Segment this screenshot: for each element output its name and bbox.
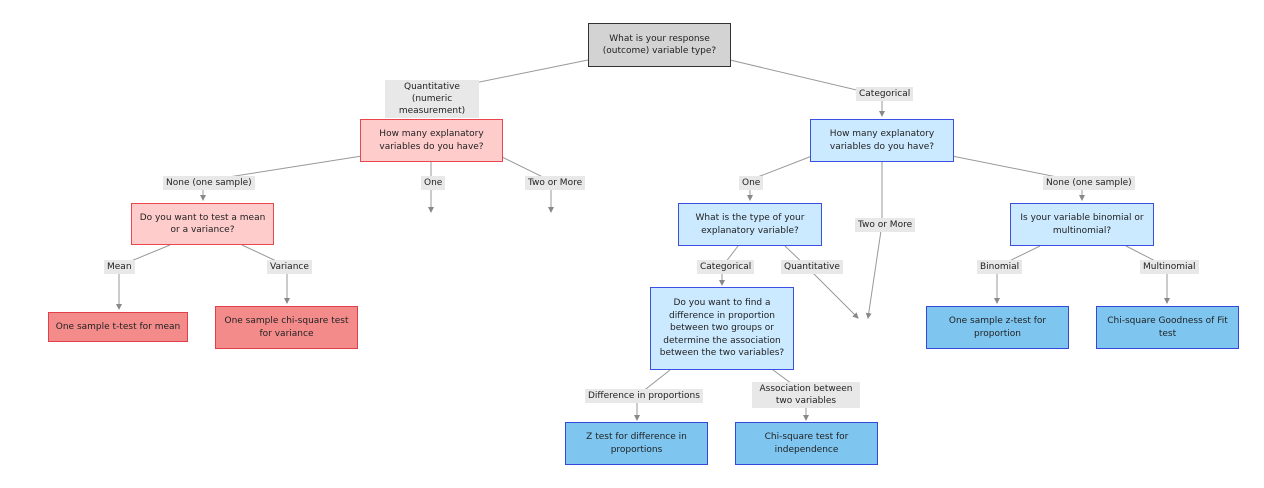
label-explanatory-categorical: Categorical [697, 260, 755, 274]
root-question-node: What is your response (outcome) variable… [588, 23, 731, 67]
quantitative-explanatory-count-node: How many explanatory variables do you ha… [360, 119, 503, 162]
label-mean: Mean [104, 260, 135, 274]
z-test-proportion-result-node: One sample z-test for proportion [926, 306, 1069, 349]
label-binomial: Binomial [977, 260, 1023, 274]
label-variance: Variance [267, 260, 312, 274]
label-quantitative-two-or-more: Two or More [525, 176, 586, 190]
binomial-or-multinomial-node: Is your variable binomial or multinomial… [1010, 203, 1154, 246]
label-quantitative-none: None (one sample) [163, 176, 255, 190]
chi-square-variance-result-node: One sample chi-square test for variance [215, 306, 358, 349]
edge-variance [241, 244, 290, 304]
edge-c-two [865, 162, 883, 319]
edge-multinomial [1125, 245, 1170, 304]
chi-square-gof-result-node: Chi-square Goodness of Fit test [1096, 306, 1239, 349]
chi-square-independence-result-node: Chi-square test for independence [735, 422, 878, 465]
mean-or-variance-node: Do you want to test a mean or a variance… [131, 203, 274, 245]
edge-exp-quant [784, 245, 859, 319]
edge-binomial [994, 245, 1041, 304]
label-quantitative-one: One [421, 176, 446, 190]
label-difference-in-proportions: Difference in proportions [585, 389, 703, 403]
label-categorical: Categorical [856, 87, 914, 101]
label-categorical-one: One [739, 176, 764, 190]
label-explanatory-quantitative: Quantitative [781, 260, 843, 274]
difference-or-association-node: Do you want to find a difference in prop… [650, 287, 794, 370]
label-categorical-none: None (one sample) [1043, 176, 1135, 190]
label-quantitative: Quantitative (numeric measurement) [385, 80, 479, 118]
t-test-result-node: One sample t-test for mean [48, 312, 188, 342]
label-categorical-two-or-more: Two or More [855, 218, 916, 232]
label-association: Association between two variables [752, 382, 860, 408]
label-multinomial: Multinomial [1140, 260, 1199, 274]
explanatory-type-node: What is the type of your explanatory var… [678, 203, 822, 246]
z-test-difference-result-node: Z test for difference in proportions [565, 422, 708, 465]
categorical-explanatory-count-node: How many explanatory variables do you ha… [810, 119, 954, 162]
edge-mean [116, 244, 171, 310]
